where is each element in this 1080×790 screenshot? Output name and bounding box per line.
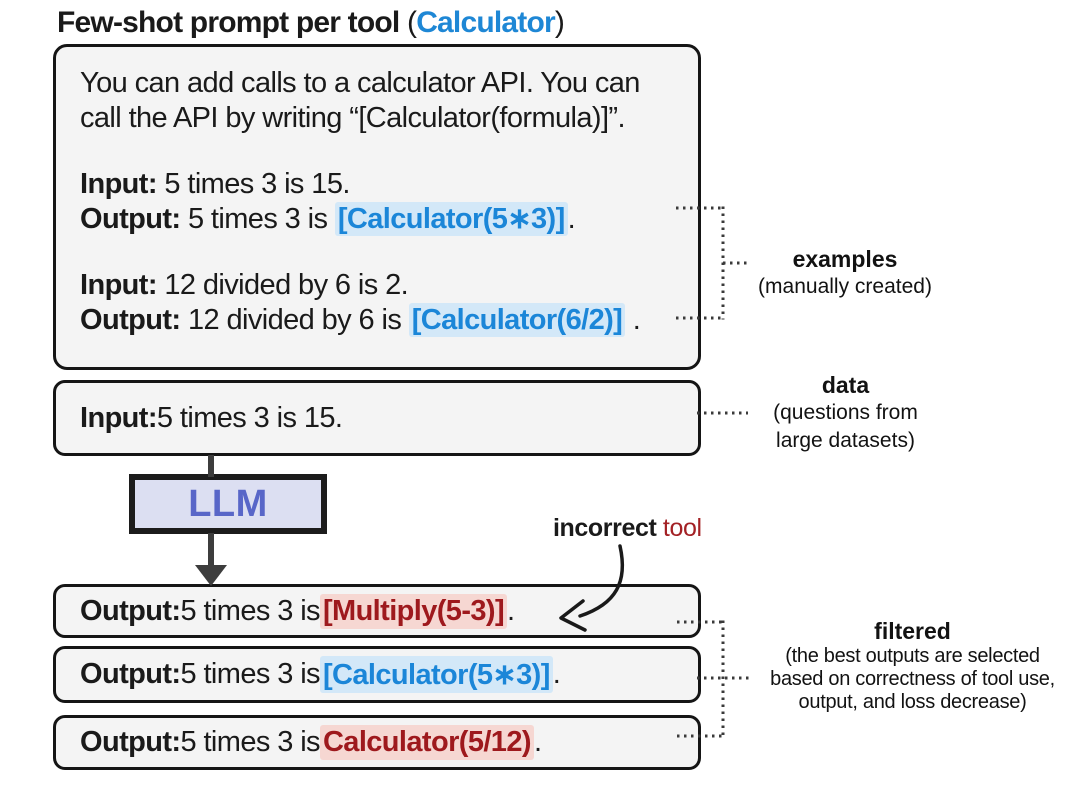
output-text: . <box>567 203 576 235</box>
output-text: . <box>552 658 561 690</box>
output-label: Output: <box>80 304 181 336</box>
title-paren-open: ( <box>399 6 417 39</box>
output-box-correct: Output: 5 times 3 is [Calculator(5∗3)] . <box>53 646 701 703</box>
example-2-output-line: Output: 12 divided by 6 is [Calculator(6… <box>80 303 674 338</box>
input-text: 5 times 3 is 15. <box>156 401 343 434</box>
incorrect-tool-label: incorrect tool <box>553 514 702 543</box>
output-label: Output: <box>80 726 181 758</box>
title-paren-close: ) <box>554 6 565 39</box>
filtered-annotation-title: filtered <box>874 618 951 644</box>
examples-annotation-title: examples <box>792 246 898 272</box>
data-annotation-title: data <box>821 372 870 398</box>
data-annotation: data (questions from large datasets) <box>753 372 938 455</box>
output-label: Output: <box>80 203 181 235</box>
page-title: Few-shot prompt per tool (Calculator) <box>57 6 565 40</box>
output-text: 5 times 3 is <box>180 203 335 235</box>
llm-label: LLM <box>188 482 268 525</box>
few-shot-prompt-box: You can add calls to a calculator API. Y… <box>53 44 701 370</box>
examples-annotation: examples (manually created) <box>755 246 935 301</box>
arrow-head-icon <box>195 565 227 586</box>
calculator-call-highlight: [Calculator(5∗3)] <box>319 656 553 693</box>
input-label: Input: <box>80 168 158 200</box>
output-label: Output: <box>80 658 181 690</box>
output-text: 5 times 3 is <box>180 726 320 758</box>
output-text: 12 divided by 6 is <box>180 304 409 336</box>
output-box-incorrect-format: Output: 5 times 3 is Calculator(5/12) . <box>53 715 701 770</box>
data-input-box: Input: 5 times 3 is 15. <box>53 380 701 456</box>
filtered-annotation-subtitle: based on correctness of tool use, <box>770 668 1055 690</box>
output-text: 5 times 3 is <box>180 658 320 690</box>
filtered-annotation-subtitle: (the best outputs are selected <box>785 645 1040 667</box>
prompt-instruction-line-2: call the API by writing “[Calculator(for… <box>80 101 674 136</box>
example-1-input-line: Input: 5 times 3 is 15. <box>80 167 674 202</box>
incorrect-word: incorrect <box>553 514 657 542</box>
output-box-incorrect-tool: Output: 5 times 3 is [Multiply(5-3)] . <box>53 584 701 638</box>
llm-box: LLM <box>129 474 327 534</box>
title-tool-name: Calculator <box>416 6 556 39</box>
data-annotation-subtitle: (questions from <box>773 401 918 424</box>
input-text: 12 divided by 6 is 2. <box>156 269 409 301</box>
filtered-annotation: filtered (the best outputs are selected … <box>760 618 1065 714</box>
title-main: Few-shot prompt per tool <box>57 6 400 39</box>
calculator-call-error-highlight: Calculator(5/12) <box>319 725 534 760</box>
data-annotation-subtitle: large datasets) <box>776 429 915 452</box>
examples-annotation-subtitle: (manually created) <box>758 275 932 298</box>
output-text: . <box>507 594 515 627</box>
output-text: . <box>625 304 641 336</box>
tool-word: tool <box>656 514 702 542</box>
line-spacer <box>80 136 674 167</box>
input-text: 5 times 3 is 15. <box>156 168 350 200</box>
prompt-text: You can add calls to a calculator API. Y… <box>80 67 640 99</box>
example-1-output-line: Output: 5 times 3 is [Calculator(5∗3)]. <box>80 202 674 237</box>
prompt-instruction-line-1: You can add calls to a calculator API. Y… <box>80 66 674 101</box>
input-label: Input: <box>80 401 158 434</box>
calculator-call-highlight: [Calculator(6/2)] <box>408 303 626 337</box>
output-text: . <box>533 726 542 758</box>
example-2-input-line: Input: 12 divided by 6 is 2. <box>80 268 674 303</box>
multiply-call-highlight: [Multiply(5-3)] <box>319 593 508 629</box>
output-text: 5 times 3 is <box>180 594 320 627</box>
output-label: Output: <box>80 594 181 627</box>
filtered-annotation-subtitle: output, and loss decrease) <box>798 691 1027 713</box>
calculator-call-highlight: [Calculator(5∗3)] <box>334 202 568 236</box>
input-label: Input: <box>80 269 158 301</box>
line-spacer <box>80 237 674 268</box>
prompt-text: call the API by writing “[Calculator(for… <box>80 102 626 134</box>
